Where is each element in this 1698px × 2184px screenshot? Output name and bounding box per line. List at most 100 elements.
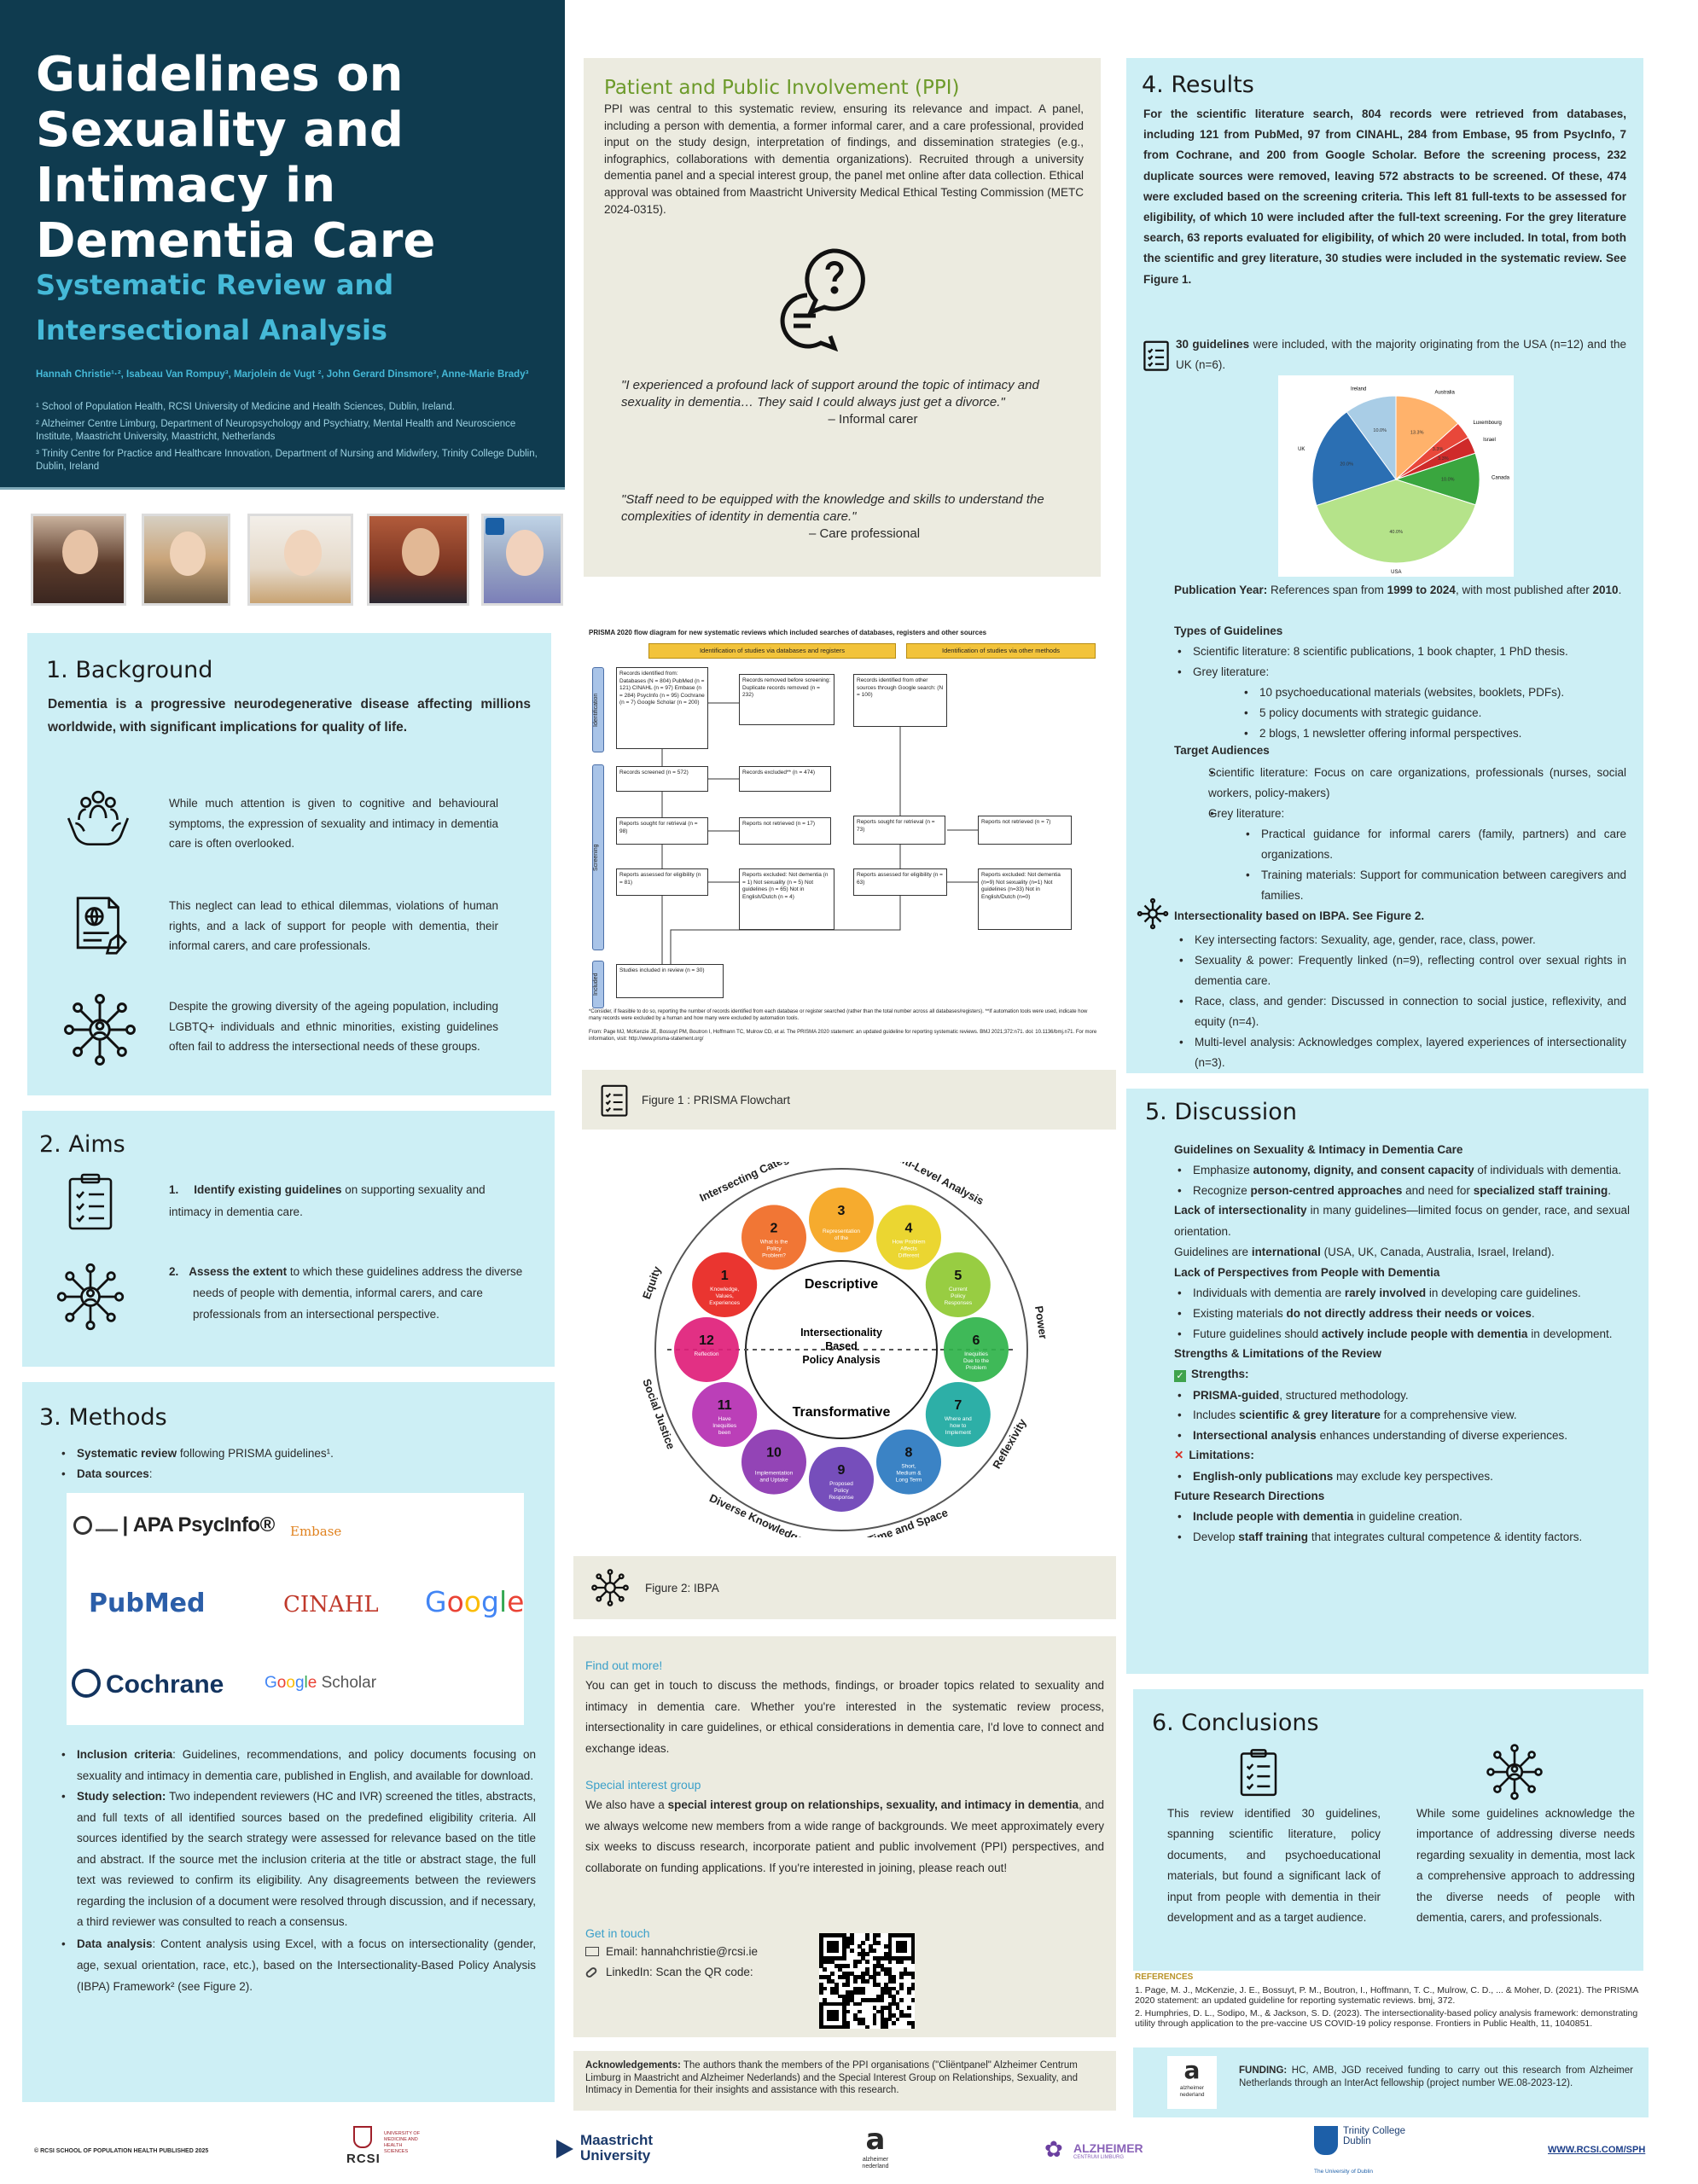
alzheimer-nederland-logo: a alzheimer nederland — [1167, 2056, 1217, 2109]
methods-list-1: Systematic review following PRISMA guide… — [58, 1443, 536, 1484]
ibpa-step-number: 8 — [905, 1446, 913, 1461]
pie-slice-ireland — [1346, 395, 1397, 481]
ibpa-step-label: Where and — [945, 1416, 972, 1422]
ibpa-descriptive: Descriptive — [805, 1277, 878, 1292]
contact-panel: Find out more! You can get in touch to d… — [573, 1636, 1116, 2037]
poster-subtitle: Systematic Review and Intersectional Ana… — [36, 269, 394, 346]
aims-heading: 2. Aims — [39, 1131, 125, 1158]
pie-label-luxembourg: Luxembourg — [1473, 421, 1501, 426]
ibpa-step-number: 4 — [905, 1221, 913, 1235]
background-item-1: While much attention is given to cogniti… — [169, 797, 498, 851]
ibpa-step-8 — [876, 1429, 941, 1495]
footer-copyright: © RCSI SCHOOL OF POPULATION HEALTH PUBLI… — [34, 2148, 209, 2154]
ibpa-list: Key intersecting factors: Sexuality, age… — [1176, 930, 1626, 1073]
methods-item-analysis: Data analysis: Content analysis using Ex… — [58, 1933, 536, 1997]
author-photo-3 — [247, 514, 353, 606]
linkedin-line[interactable]: LinkedIn: Scan the QR code: — [584, 1966, 753, 1979]
link-icon — [584, 1966, 598, 1979]
background-item-3: Despite the growing diversity of the age… — [169, 1000, 498, 1054]
ibpa-step-label: Problem? — [762, 1252, 786, 1258]
footer-url[interactable]: WWW.RCSI.COM/SPH — [1548, 2145, 1646, 2155]
types-heading: Types of Guidelines — [1174, 624, 1283, 637]
methods-item-review: Systematic review following PRISMA guide… — [58, 1443, 536, 1464]
results-intro: For the scientific literature search, 80… — [1143, 107, 1626, 286]
ibpa-step-label: Due to the — [963, 1358, 989, 1364]
network-icon — [591, 1569, 629, 1606]
ibpa-step-label: Implementation — [755, 1471, 794, 1477]
ibpa-step-5 — [925, 1252, 991, 1317]
ibpa-step-label: Values, — [716, 1293, 734, 1299]
pie-slice-australia — [1395, 395, 1459, 481]
ibpa-step-number: 12 — [699, 1333, 714, 1348]
logo-apa-psycinfo: ▬▬▬| APA PsycInfo® — [73, 1513, 275, 1537]
ibpa-step-10 — [741, 1429, 806, 1495]
ibpa-center-3: Policy Analysis — [802, 1354, 880, 1366]
ibpa-step-label: been — [718, 1430, 731, 1436]
pie-label-australia: Australia — [1434, 390, 1455, 395]
speech-bubbles-icon — [780, 248, 865, 351]
ibpa-step-label: Policy — [766, 1246, 782, 1252]
ibpa-step-1 — [692, 1252, 758, 1317]
pie-value-australia: 13.3% — [1410, 430, 1424, 435]
ibpa-step-label: and Uptake — [759, 1478, 788, 1484]
ibpa-step-number: 2 — [770, 1221, 778, 1235]
pie-slice-uk — [1311, 411, 1397, 507]
ibpa-caption: Figure 2: IBPA — [645, 1582, 719, 1594]
author-photo-5 — [481, 514, 563, 606]
qr-code[interactable] — [819, 1933, 916, 2030]
ibpa-step-6 — [944, 1317, 1009, 1382]
network-icon — [1486, 1744, 1543, 1800]
authors: Hannah Christie¹·², Isabeau Van Rompuy³,… — [36, 369, 529, 380]
methods-heading: 3. Methods — [39, 1404, 167, 1431]
ibpa-center-2: Based — [825, 1340, 858, 1352]
ibpa-step-label: Response — [829, 1495, 854, 1501]
background-heading: 1. Background — [46, 657, 213, 683]
intersectionality-network-icon — [64, 994, 136, 1066]
pie-value-ireland: 10.0% — [1373, 428, 1387, 433]
cross-icon: ✕ — [1174, 1449, 1184, 1462]
ibpa-step-number: 6 — [973, 1333, 980, 1348]
acknowledgements-text: Acknowledgements: The authors thank the … — [585, 2060, 1079, 2095]
ibpa-step-2 — [741, 1205, 806, 1270]
discussion-body: Guidelines on Sexuality & Intimacy in De… — [1174, 1140, 1630, 1548]
ibpa-step-label: Different — [898, 1252, 920, 1258]
ibpa-step-number: 9 — [838, 1463, 846, 1478]
ibpa-step-label: Affects — [900, 1246, 918, 1252]
findout-text: You can get in touch to discuss the meth… — [585, 1679, 1104, 1755]
ibpa-ring-label: Power — [1032, 1305, 1050, 1340]
pie-label-uk: UK — [1298, 447, 1305, 452]
logo-cochrane: Cochrane — [72, 1669, 224, 1699]
checklist-icon — [68, 1173, 113, 1230]
funding-text: FUNDING: HC, AMB, JGD received funding t… — [1239, 2065, 1633, 2088]
ibpa-step-label: Medium & — [896, 1471, 922, 1477]
discussion-panel: 5. Discussion Guidelines on Sexuality & … — [1126, 1089, 1649, 1674]
author-photo-4 — [367, 514, 469, 606]
pie-label-ireland: Ireland — [1351, 386, 1366, 392]
checklist-icon — [601, 1084, 628, 1117]
ibpa-step-11 — [692, 1382, 758, 1447]
ppi-panel: Patient and Public Involvement (PPI) PPI… — [584, 58, 1101, 577]
database-logos: ▬▬▬| APA PsycInfo® Embase PubMed CINAHL … — [67, 1493, 524, 1725]
logo-pubmed: PubMed — [89, 1589, 206, 1618]
ibpa-step-9 — [809, 1447, 874, 1512]
results-publication: Publication Year: References span from 1… — [1174, 584, 1622, 596]
conclusion-1: This review identified 30 guidelines, sp… — [1167, 1807, 1381, 1925]
check-icon: ✓ — [1174, 1370, 1186, 1383]
touch-heading: Get in touch — [585, 1926, 650, 1940]
prisma-caption-bar: Figure 1 : PRISMA Flowchart — [582, 1070, 1116, 1130]
ibpa-ring-label: Multi-Level Analysis — [887, 1162, 986, 1207]
alzheimer-nederland-footer-logo: a alzheimer nederland — [862, 2123, 889, 2169]
email-line[interactable]: Email: hannahchristie@rcsi.ie — [585, 1945, 758, 1958]
ibpa-ring-label: Reflexivity — [990, 1416, 1029, 1471]
ibpa-ring-label: Diverse Knowledges — [707, 1491, 811, 1537]
ibpa-step-4 — [876, 1205, 941, 1270]
checklist-icon — [1143, 340, 1169, 371]
pie-value-israel: 3.3% — [1438, 456, 1449, 462]
ibpa-heading: Intersectionality based on IBPA. See Fig… — [1174, 909, 1425, 922]
ppi-quote-1: "I experienced a profound lack of suppor… — [621, 378, 1039, 427]
ibpa-ring-label: Equity — [640, 1264, 664, 1301]
ibpa-caption-bar: Figure 2: IBPA — [573, 1556, 1116, 1619]
network-icon — [56, 1263, 125, 1331]
ibpa-step-label: Proposed — [829, 1481, 853, 1487]
author-photo-2 — [142, 514, 230, 606]
